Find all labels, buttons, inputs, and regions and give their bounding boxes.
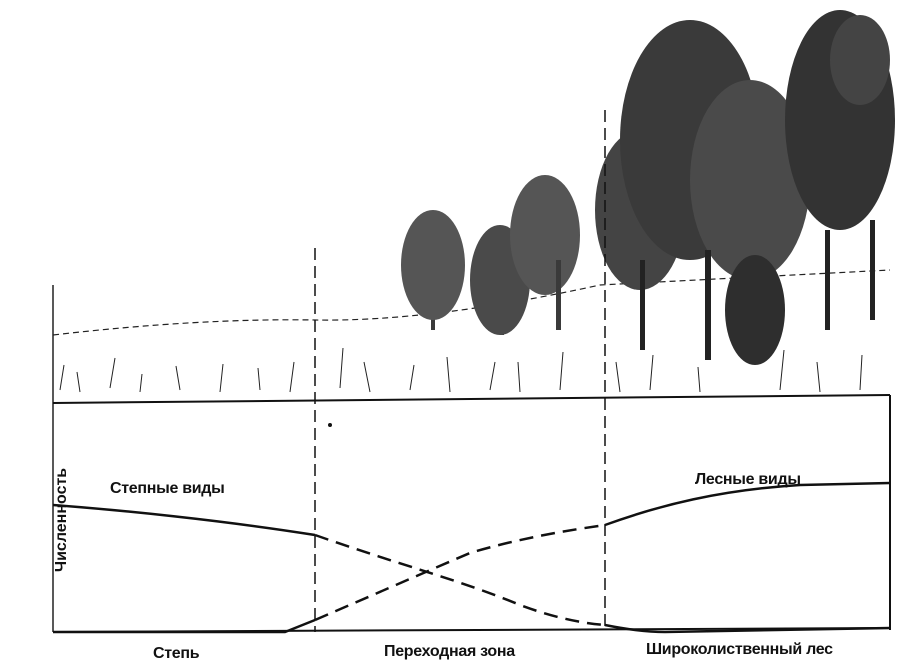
- steppe-species-curve: [52, 503, 891, 634]
- forest-curve-dashed: [314, 523, 606, 622]
- steppe-curve-solid-left: [52, 503, 316, 537]
- forest-species-label: Лесные виды: [695, 471, 801, 488]
- zone-label-forest: Широколиственный лес: [646, 641, 833, 658]
- trees: [401, 10, 895, 365]
- forest-curve-solid-left: [53, 618, 316, 634]
- forest-curve-solid-right: [604, 481, 891, 527]
- forest-species-curve: [53, 481, 891, 634]
- chart-top-border: [52, 394, 891, 404]
- steppe-species-label: Степные виды: [110, 480, 225, 497]
- zone-label-transition: Переходная зона: [384, 643, 515, 660]
- y-axis-label: Численность: [53, 467, 71, 573]
- steppe-curve-dashed: [314, 533, 606, 627]
- steppe-curve-solid-right: [604, 623, 891, 634]
- speck: [328, 423, 332, 427]
- grass: [59, 347, 863, 393]
- landscape-illustration: [52, 10, 895, 632]
- zone-label-steppe: Степь: [153, 645, 200, 662]
